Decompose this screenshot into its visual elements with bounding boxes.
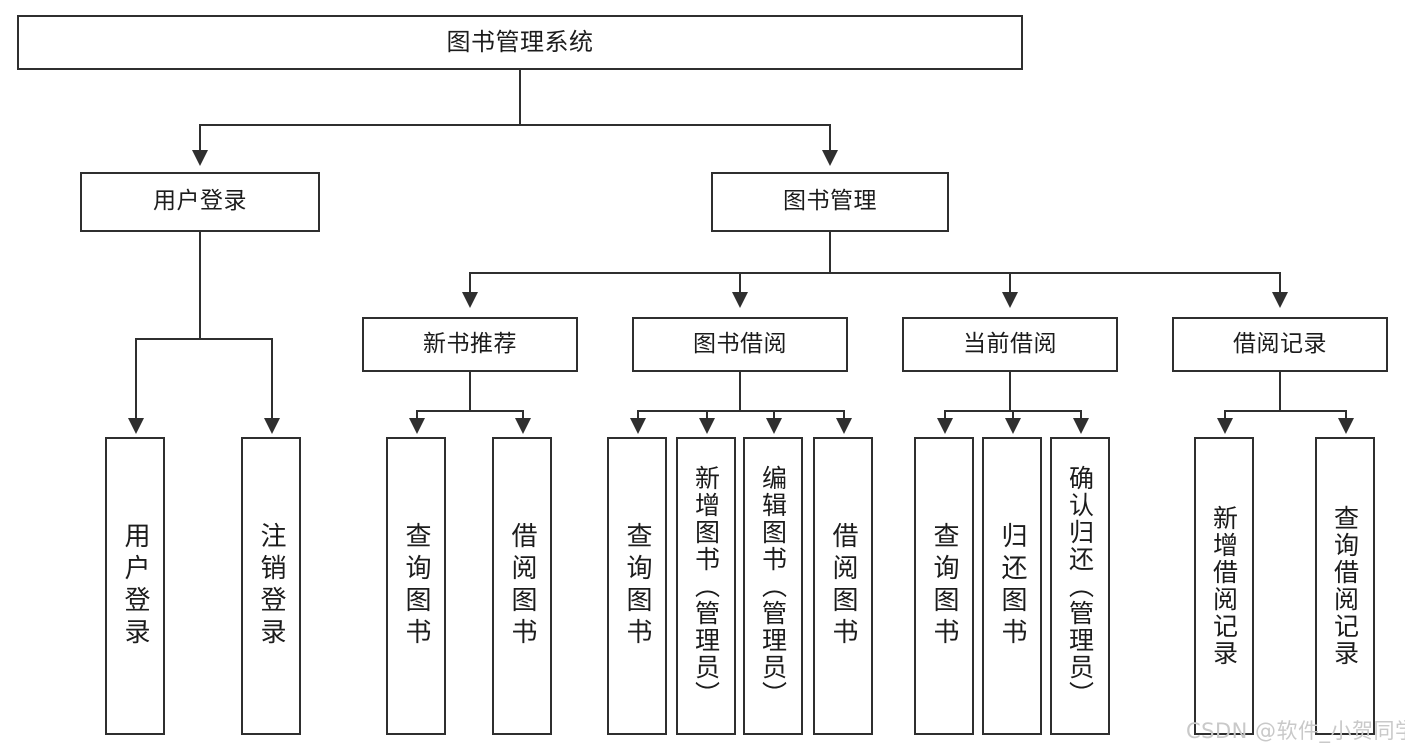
leaf-borrow-book-recommend[interactable]: 借阅图书 <box>492 437 552 735</box>
connector-borrow-record-bus <box>1224 410 1345 412</box>
node-label: 用户登录 <box>120 522 150 650</box>
leaf-query-book-current[interactable]: 查询图书 <box>914 437 974 735</box>
node-label: 当前借阅 <box>963 330 1057 357</box>
connector-to-user-login <box>199 124 201 152</box>
node-borrow-record[interactable]: 借阅记录 <box>1172 317 1388 372</box>
arrow-book-borrow-leaf-3 <box>766 418 782 434</box>
node-label: 图书借阅 <box>693 330 787 357</box>
node-label: 归还图书 <box>997 522 1027 650</box>
arrow-to-book-manage <box>822 150 838 166</box>
node-label: 查询借阅记录 <box>1330 505 1360 667</box>
node-label: 查询图书 <box>622 522 652 650</box>
node-label: 注销登录 <box>256 522 286 650</box>
leaf-add-book-admin[interactable]: 新增图书（管理员） <box>676 437 736 735</box>
connector-new-book-drop-1 <box>416 410 418 420</box>
node-book-management[interactable]: 图书管理 <box>711 172 949 232</box>
node-new-book-recommend[interactable]: 新书推荐 <box>362 317 578 372</box>
leaf-edit-book-admin[interactable]: 编辑图书（管理员） <box>743 437 803 735</box>
connector-current-borrow-drop-3 <box>1080 410 1082 420</box>
arrow-new-book-leaf-1 <box>409 418 425 434</box>
connector-book-borrow-drop-3 <box>773 410 775 420</box>
arrow-book-borrow-leaf-2 <box>699 418 715 434</box>
connector-borrow-record-drop-1 <box>1224 410 1226 420</box>
connector-to-book-manage <box>829 124 831 152</box>
arrow-book-borrow-leaf-4 <box>836 418 852 434</box>
leaf-query-book-borrow[interactable]: 查询图书 <box>607 437 667 735</box>
node-label: 借阅图书 <box>507 522 537 650</box>
node-label: 新书推荐 <box>423 330 517 357</box>
connector-to-book-borrow <box>739 272 741 294</box>
connector-current-borrow-drop-1 <box>944 410 946 420</box>
leaf-logout[interactable]: 注销登录 <box>241 437 301 735</box>
node-current-borrow[interactable]: 当前借阅 <box>902 317 1118 372</box>
connector-book-borrow-drop-1 <box>637 410 639 420</box>
connector-new-book-stem <box>469 372 471 411</box>
connector-level1-bus <box>199 124 831 126</box>
arrow-user-login-leaf-1 <box>128 418 144 434</box>
connector-user-login-stem <box>199 232 201 339</box>
leaf-add-borrow-record[interactable]: 新增借阅记录 <box>1194 437 1254 735</box>
connector-borrow-record-stem <box>1279 372 1281 411</box>
arrow-borrow-record-leaf-1 <box>1217 418 1233 434</box>
leaf-user-login[interactable]: 用户登录 <box>105 437 165 735</box>
connector-user-login-bus <box>135 338 271 340</box>
leaf-query-book-recommend[interactable]: 查询图书 <box>386 437 446 735</box>
connector-user-login-drop-1 <box>135 338 137 420</box>
leaf-query-borrow-record[interactable]: 查询借阅记录 <box>1315 437 1375 735</box>
node-label: 图书管理 <box>783 188 877 215</box>
node-user-login[interactable]: 用户登录 <box>80 172 320 232</box>
arrow-to-user-login <box>192 150 208 166</box>
arrow-current-borrow-leaf-1 <box>937 418 953 434</box>
connector-book-borrow-bus <box>637 410 843 412</box>
connector-to-new-book <box>469 272 471 294</box>
connector-current-borrow-stem <box>1009 372 1011 411</box>
connector-book-borrow-drop-4 <box>843 410 845 420</box>
arrow-to-current-borrow <box>1002 292 1018 308</box>
node-root-system[interactable]: 图书管理系统 <box>17 15 1023 70</box>
arrow-to-new-book <box>462 292 478 308</box>
node-label: 新增图书（管理员） <box>691 464 721 708</box>
arrow-user-login-leaf-2 <box>264 418 280 434</box>
arrow-current-borrow-leaf-2 <box>1005 418 1021 434</box>
node-book-borrow[interactable]: 图书借阅 <box>632 317 848 372</box>
leaf-borrow-book[interactable]: 借阅图书 <box>813 437 873 735</box>
connector-new-book-drop-2 <box>522 410 524 420</box>
node-label: 借阅图书 <box>828 522 858 650</box>
connector-level2-bus <box>469 272 1280 274</box>
connector-to-borrow-record <box>1279 272 1281 294</box>
connector-book-borrow-drop-2 <box>706 410 708 420</box>
node-label: 编辑图书（管理员） <box>758 464 788 708</box>
arrow-book-borrow-leaf-1 <box>630 418 646 434</box>
arrow-to-borrow-record <box>1272 292 1288 308</box>
connector-current-borrow-drop-2 <box>1012 410 1014 420</box>
connector-new-book-bus <box>416 410 522 412</box>
node-label: 新增借阅记录 <box>1209 505 1239 667</box>
leaf-confirm-return-admin[interactable]: 确认归还（管理员） <box>1050 437 1110 735</box>
arrow-current-borrow-leaf-3 <box>1073 418 1089 434</box>
arrow-new-book-leaf-2 <box>515 418 531 434</box>
connector-borrow-record-drop-2 <box>1345 410 1347 420</box>
node-label: 用户登录 <box>153 188 247 215</box>
node-label: 借阅记录 <box>1233 330 1327 357</box>
connector-to-current-borrow <box>1009 272 1011 294</box>
arrow-to-book-borrow <box>732 292 748 308</box>
connector-book-manage-stem <box>829 232 831 273</box>
node-label: 图书管理系统 <box>446 28 594 57</box>
leaf-return-book[interactable]: 归还图书 <box>982 437 1042 735</box>
node-label: 查询图书 <box>401 522 431 650</box>
arrow-borrow-record-leaf-2 <box>1338 418 1354 434</box>
node-label: 确认归还（管理员） <box>1065 464 1095 708</box>
connector-book-borrow-stem <box>739 372 741 411</box>
node-label: 查询图书 <box>929 522 959 650</box>
connector-user-login-drop-2 <box>271 338 273 420</box>
connector-root-stem <box>519 70 521 125</box>
